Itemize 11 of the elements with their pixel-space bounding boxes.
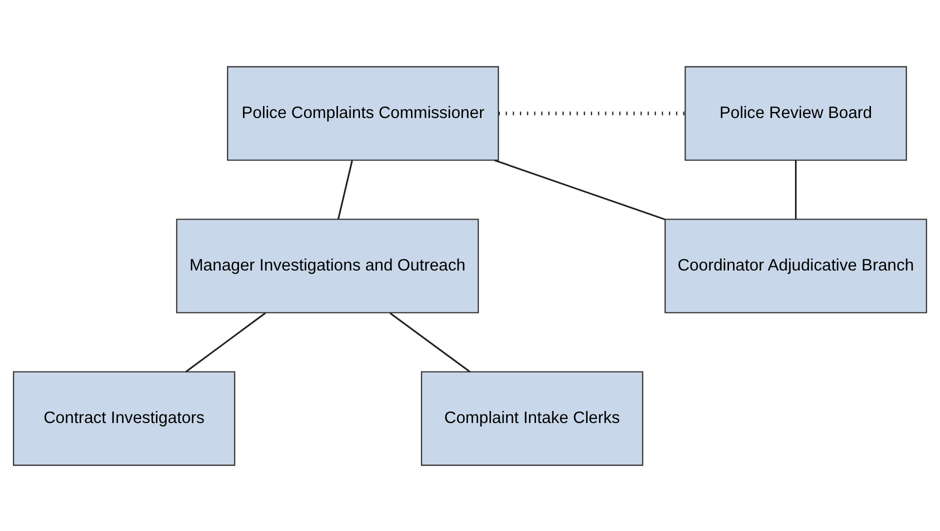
connector bbox=[494, 159, 666, 220]
connector bbox=[185, 312, 266, 372]
node-box: Contract Investigators bbox=[12, 370, 236, 466]
connector bbox=[390, 312, 470, 372]
connector bbox=[337, 160, 353, 219]
node-box: Police Review Board bbox=[684, 66, 907, 160]
node-box: Manager Investigations and Outreach bbox=[176, 218, 479, 313]
node-box: Police Complaints Commissioner bbox=[226, 66, 499, 160]
node-box: Complaint Intake Clerks bbox=[420, 370, 644, 466]
connector bbox=[794, 160, 797, 219]
node-box: Coordinator Adjudicative Branch bbox=[664, 218, 928, 313]
